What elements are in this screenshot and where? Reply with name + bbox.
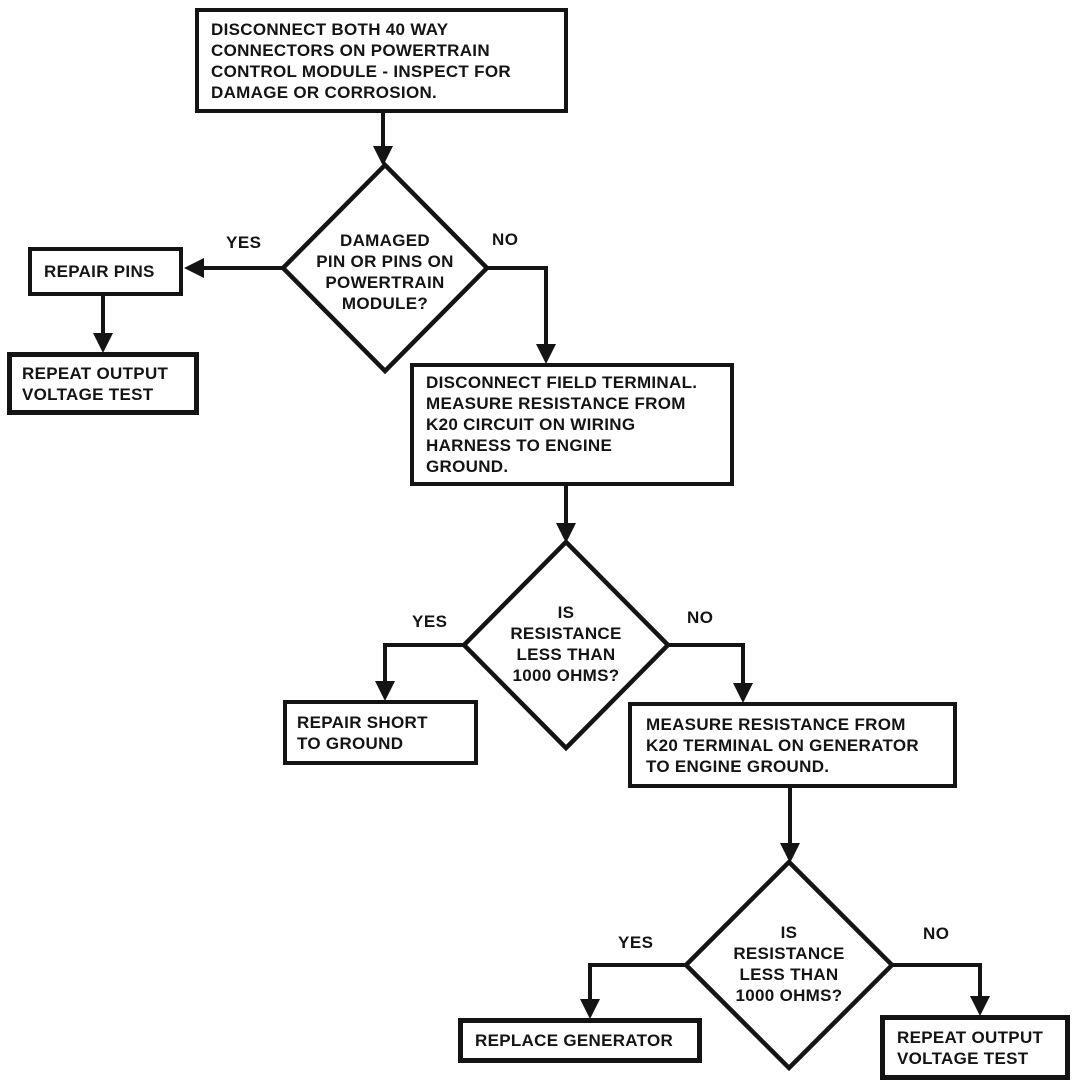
arrowhead-down-icon <box>373 146 393 166</box>
process-box-disconnect-field-terminal: DISCONNECT FIELD TERMINAL. MEASURE RESIS… <box>410 363 734 486</box>
branch-label-d2-no: NO <box>687 608 714 627</box>
arrowhead-down-icon <box>580 999 600 1019</box>
decision-text-damaged-pins: DAMAGED PIN OR PINS ON POWERTRAIN MODULE… <box>316 231 454 313</box>
connector-d1-no-to-field-terminal <box>487 266 548 348</box>
terminal-box-repeat-output-voltage-test-left: REPEAT OUTPUT VOLTAGE TEST <box>7 352 199 415</box>
diamond-damaged-pins <box>279 161 491 375</box>
connector-d3-yes-to-replace-generator <box>588 963 686 1003</box>
branch-label-d2-yes: YES <box>412 612 448 631</box>
diamond-resistance-1 <box>460 538 672 752</box>
diamond-resistance-2 <box>682 858 896 1072</box>
terminal-box-repeat-output-voltage-test-right: REPEAT OUTPUT VOLTAGE TEST <box>880 1015 1070 1080</box>
arrowhead-down-icon <box>733 683 753 703</box>
process-box-repair-short-to-ground: REPAIR SHORT TO GROUND <box>283 700 478 765</box>
connector-d3-no-to-repeat-test <box>892 963 982 1000</box>
arrowhead-down-icon <box>780 843 800 863</box>
arrowhead-down-icon <box>970 996 990 1016</box>
branch-label-d3-no: NO <box>923 924 950 943</box>
branch-label-d1-no: NO <box>492 230 519 249</box>
arrowhead-down-icon <box>556 523 576 543</box>
connector-d2-yes-to-repair-short <box>383 643 464 685</box>
arrowhead-down-icon <box>93 333 113 353</box>
process-box-repair-pins: REPAIR PINS <box>28 247 183 296</box>
process-box-measure-generator-resistance: MEASURE RESISTANCE FROM K20 TERMINAL ON … <box>628 702 957 788</box>
process-box-inspect-connectors: DISCONNECT BOTH 40 WAY CONNECTORS ON POW… <box>195 8 568 113</box>
decision-text-resistance-2: IS RESISTANCE LESS THAN 1000 OHMS? <box>733 923 845 1005</box>
decision-text-resistance-1: IS RESISTANCE LESS THAN 1000 OHMS? <box>510 603 622 685</box>
arrowhead-down-icon <box>536 344 556 364</box>
arrowhead-down-icon <box>375 681 395 701</box>
terminal-box-replace-generator: REPLACE GENERATOR <box>458 1018 702 1063</box>
connector-d2-no-to-measure <box>668 643 745 687</box>
branch-label-d3-yes: YES <box>618 933 654 952</box>
arrowhead-left-icon <box>184 258 204 278</box>
branch-label-d1-yes: YES <box>226 233 262 252</box>
